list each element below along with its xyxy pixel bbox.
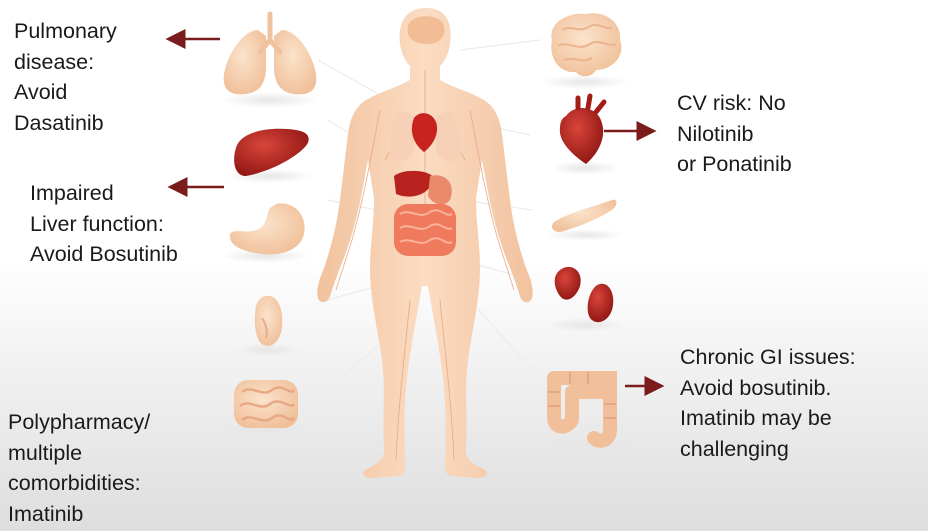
heart-icon <box>560 96 604 164</box>
annotation-line: Avoid Bosutinib <box>30 239 178 270</box>
intestines-icon <box>234 380 298 428</box>
gi-annotation: Chronic GI issues: Avoid bosutinib. Imat… <box>680 342 856 464</box>
annotation-line: Pulmonary <box>14 16 117 47</box>
pancreas-icon <box>552 200 617 232</box>
annotation-line: CV risk: No <box>677 88 792 119</box>
annotation-line: Dasatinib <box>14 108 117 139</box>
annotation-line: Liver function: <box>30 209 178 240</box>
annotation-line: Nilotinib <box>677 119 792 150</box>
brain-icon <box>551 13 621 76</box>
annotation-line: Avoid <box>14 77 117 108</box>
annotation-line: Avoid bosutinib. <box>680 373 856 404</box>
annotation-line: disease: <box>14 47 117 78</box>
cv-annotation: CV risk: No Nilotinib or Ponatinib <box>677 88 792 180</box>
annotation-line: or Ponatinib <box>677 149 792 180</box>
liver-icon <box>234 129 309 176</box>
kidneys-icon <box>555 267 614 322</box>
polypharmacy-annotation: Polypharmacy/ multiple comorbidities: Im… <box>8 407 150 529</box>
lungs-icon <box>224 14 317 94</box>
annotation-line: Imatinib may be <box>680 403 856 434</box>
gallbladder-icon <box>255 296 282 346</box>
pulmonary-annotation: Pulmonary disease: Avoid Dasatinib <box>14 16 117 138</box>
annotation-line: multiple <box>8 438 150 469</box>
annotation-line: Impaired <box>30 178 178 209</box>
annotation-line: comorbidities: <box>8 468 150 499</box>
annotation-line: Polypharmacy/ <box>8 407 150 438</box>
annotation-line: Chronic GI issues: <box>680 342 856 373</box>
annotation-line: challenging <box>680 434 856 465</box>
stomach-icon <box>230 203 305 254</box>
colon-icon <box>548 372 616 441</box>
annotation-line: Imatinib <box>8 499 150 530</box>
liver-annotation: Impaired Liver function: Avoid Bosutinib <box>30 178 178 270</box>
